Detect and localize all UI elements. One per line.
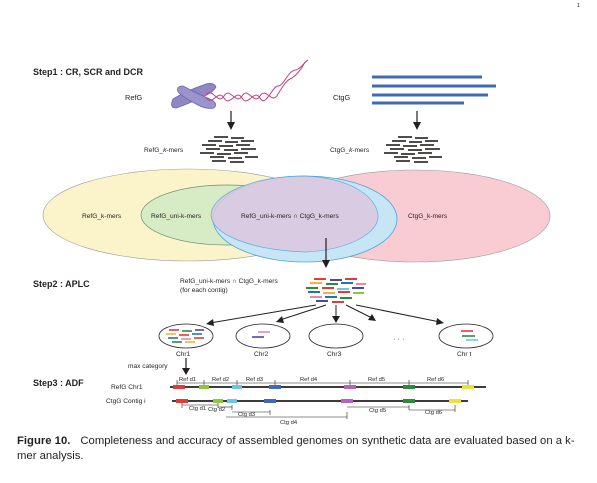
- adf-ref-label: RefG Chr1: [111, 384, 143, 391]
- ctg-d1-label: Ctg d1: [189, 406, 206, 412]
- arrow-down-icon: [182, 358, 190, 375]
- ref-d5-label: Ref d5: [368, 377, 385, 383]
- fanout-arrows: [206, 304, 444, 326]
- ctgg-kmer-cluster: [384, 136, 442, 163]
- chromosome-bin-chr3: [308, 323, 364, 349]
- ref-distance-brackets: [176, 380, 469, 385]
- step1-title: Step1 : CR, SCR and DCR: [33, 67, 144, 77]
- ctg-d2-label: Ctg d2: [208, 407, 225, 413]
- arrow-down-icon: [322, 238, 330, 268]
- ctg-distance-brackets: [181, 403, 456, 419]
- colored-kmer-cluster: [306, 278, 366, 303]
- adf-ctg-label: CtgG Contig i: [106, 398, 146, 405]
- page-number: 1: [577, 3, 580, 9]
- max-category-label: max category: [128, 363, 168, 370]
- aplc-line1: RefG_uni-k-mers ∩ CtgG_k-mers: [180, 278, 279, 285]
- contig-bars: [372, 75, 496, 105]
- chromosome-bin-chr1: [158, 323, 214, 349]
- chromosome-bin-chr2: [235, 323, 291, 349]
- ref-d2-label: Ref d2: [212, 377, 229, 383]
- ellipsis-label: · · ·: [393, 334, 405, 343]
- venn-left-label: RefG_k-mers: [82, 213, 122, 220]
- refg-label: RefG: [125, 93, 143, 102]
- chrt-label: Chr t: [457, 351, 471, 358]
- ctgg-label: CtgG: [333, 93, 351, 102]
- chr2-label: Chr2: [254, 351, 269, 358]
- figure-caption: Figure 10.Completeness and accuracy of a…: [17, 434, 585, 463]
- refg-kmers-label: RefG_k-mers: [144, 147, 184, 154]
- ctg-d4-label: Ctg d4: [280, 420, 298, 426]
- ctg-d5-label: Ctg d5: [369, 408, 386, 414]
- venn-right-label: CtgG_k-mers: [408, 213, 448, 220]
- aplc-line2: (for each contig): [180, 287, 228, 294]
- ctg-d6-label: Ctg d6: [425, 410, 442, 416]
- chr3-label: Chr3: [327, 351, 342, 358]
- ref-d1-label: Ref d1: [179, 377, 196, 383]
- contig-track: [172, 399, 468, 403]
- step2-title: Step2 : APLC: [33, 279, 90, 289]
- ctg-d3-label: Ctg d3: [238, 412, 255, 418]
- arrow-down-icon: [227, 111, 235, 130]
- step3-title: Step3 : ADF: [33, 378, 84, 388]
- chr1-label: Chr1: [176, 351, 191, 358]
- ref-chromosome-track: [170, 385, 486, 389]
- refg-kmer-cluster: [200, 136, 258, 163]
- ctgg-kmers-label: CtgG_k-mers: [330, 147, 370, 154]
- ref-d3-label: Ref d3: [246, 377, 263, 383]
- chromosome-icon: [171, 83, 217, 109]
- ref-d6-label: Ref d6: [427, 377, 444, 383]
- caption-text: Completeness and accuracy of assembled g…: [17, 435, 575, 462]
- ref-d4-label: Ref d4: [300, 377, 318, 383]
- venn-intersection-label: RefG_uni-k-mers ∩ CtgG_k-mers: [241, 213, 340, 220]
- arrow-down-icon: [413, 111, 421, 130]
- venn-diagram: RefG_k-mers RefG_uni-k-mers RefG_uni-k-m…: [42, 168, 551, 263]
- dna-helix-icon: [205, 59, 309, 102]
- caption-label: Figure 10.: [17, 435, 71, 447]
- chromosome-bin-chrt: [438, 323, 494, 349]
- venn-intersection: [210, 175, 379, 253]
- venn-uni-label: RefG_uni-k-mers: [151, 213, 202, 220]
